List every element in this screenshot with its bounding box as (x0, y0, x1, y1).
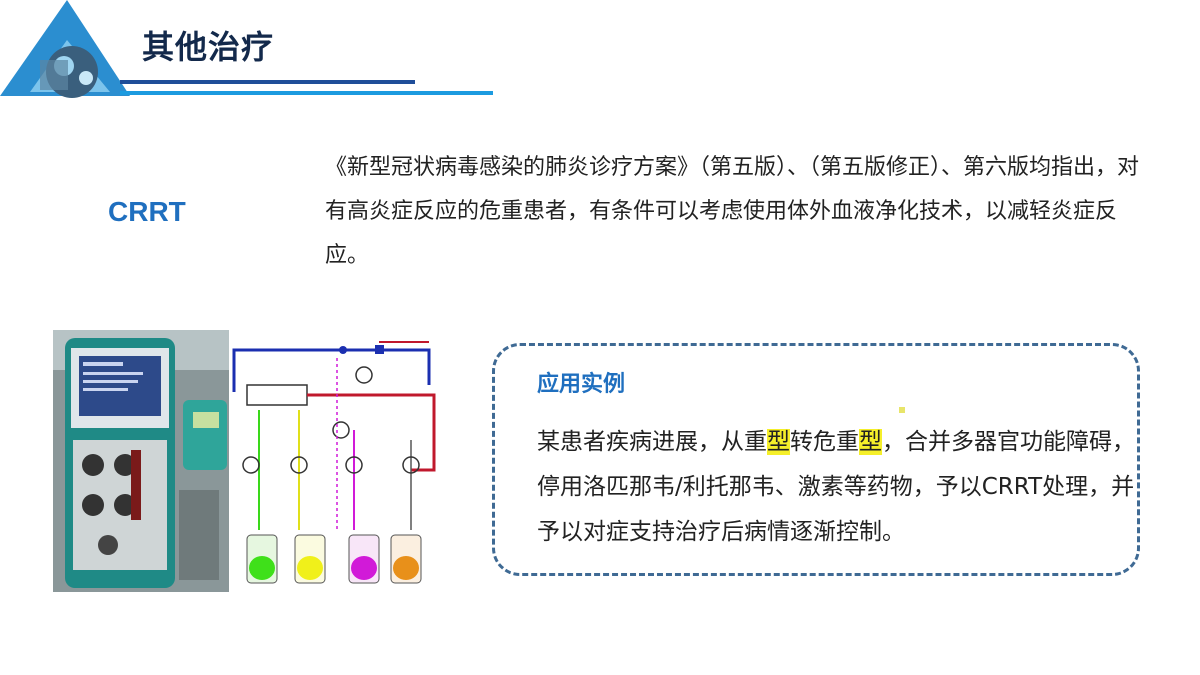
case-example-box (492, 343, 1140, 576)
case-example-title: 应用实例 (537, 372, 626, 397)
guideline-paragraph: 《新型冠状病毒感染的肺炎诊疗方案》（第五版）、（第五版修正）、第六版均指出，对有… (325, 155, 1140, 268)
page-title: 其他治疗 (142, 28, 275, 66)
header-corner-graphic (0, 0, 130, 98)
section-label: CRRT (108, 196, 186, 227)
crrt-machine-photo (53, 330, 229, 592)
highlight-word-2: 型 (859, 429, 882, 455)
case-text-part2: 转危重 (790, 429, 859, 455)
title-underline-dark (120, 80, 415, 84)
highlight-word-1: 型 (767, 429, 790, 455)
title-underline-light (120, 91, 493, 95)
crrt-circuit-diagram (229, 330, 451, 592)
case-text-part3: ，合并多器官功能障碍，停用洛匹那韦/利托那韦、激素等药物，予以CRRT处理，并予… (537, 429, 1135, 545)
case-example-text: 某患者疾病进展，从重型转危重型，合并多器官功能障碍，停用洛匹那韦/利托那韦、激素… (537, 420, 1137, 555)
case-text-part1: 某患者疾病进展，从重 (537, 429, 767, 455)
decorative-dot (899, 407, 905, 413)
